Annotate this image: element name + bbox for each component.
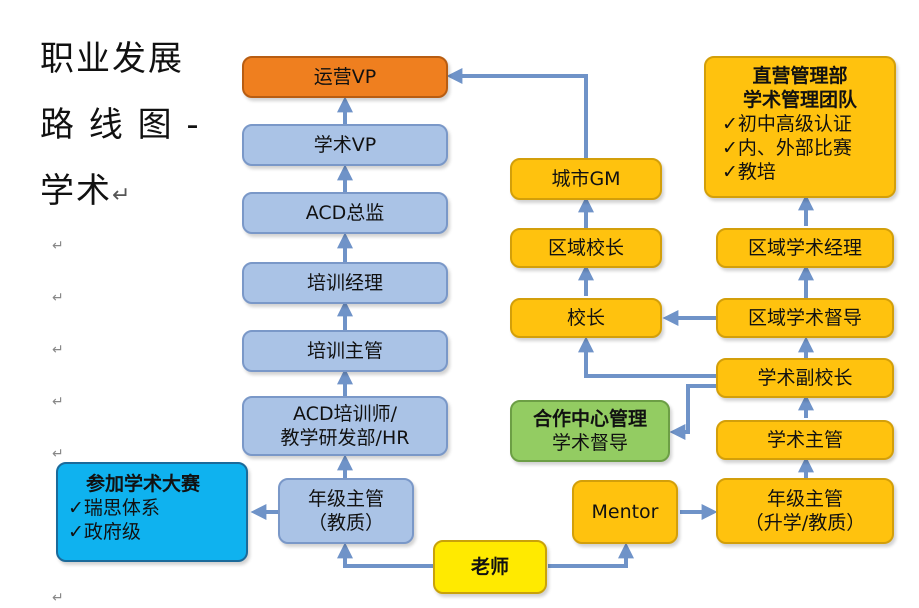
acd-director-label: ACD总监 <box>305 202 385 224</box>
acd-trainer-line-2: 教学研发部/HR <box>280 427 410 449</box>
regional-principal-box: 区域校长 <box>510 228 662 268</box>
title-line-1: 职业发展 <box>40 39 184 79</box>
academic-supervisor-label: 学术主管 <box>766 429 843 451</box>
principal-label: 校长 <box>566 307 605 329</box>
regional-principal-label: 区域校长 <box>547 237 624 259</box>
training-supervisor-label: 培训主管 <box>306 340 383 362</box>
city-gm-box: 城市GM <box>510 158 662 200</box>
direct-management-item: ✓初中高级认证 <box>722 113 852 135</box>
paragraph-mark-icon: ↵ <box>52 394 64 410</box>
teacher-label: 老师 <box>470 556 509 578</box>
mentor-label: Mentor <box>591 501 659 523</box>
left-grade-head-line-1: 年级主管 <box>307 488 384 510</box>
direct-management-item: ✓教培 <box>722 161 776 183</box>
acd-trainer-line-1: ACD培训师/ <box>293 403 397 425</box>
title-line-2: 路 线 图 - <box>40 105 201 145</box>
paragraph-mark-icon: ↵ <box>52 238 64 254</box>
direct-management-list: ✓初中高级认证 ✓内、外部比赛 ✓教培 <box>706 112 852 184</box>
title-line-3: 学术↵ <box>40 158 220 229</box>
teacher-box: 老师 <box>433 540 547 594</box>
partner-center-line-2: 学术督导 <box>551 432 628 454</box>
direct-management-line-2: 学术管理团队 <box>742 89 857 111</box>
right-grade-head-box: 年级主管 （升学/教质） <box>716 478 894 544</box>
paragraph-mark-icon: ↵ <box>52 342 64 358</box>
title-line-3-text: 学术 <box>40 171 112 211</box>
regional-academic-manager-label: 区域学术经理 <box>747 237 862 259</box>
vice-principal-label: 学术副校长 <box>757 367 853 389</box>
direct-management-item: ✓内、外部比赛 <box>722 137 852 159</box>
ops-vp-box: 运营VP <box>242 56 448 98</box>
competition-heading: 参加学术大赛 <box>86 473 201 495</box>
training-supervisor-box: 培训主管 <box>242 330 448 372</box>
regional-academic-manager-box: 区域学术经理 <box>716 228 894 268</box>
competition-box: 参加学术大赛 ✓瑞思体系 ✓政府级 <box>56 462 248 562</box>
paragraph-mark-icon: ↵ <box>52 290 64 306</box>
city-gm-label: 城市GM <box>551 168 621 190</box>
regional-academic-supervisor-box: 区域学术督导 <box>716 298 894 338</box>
paragraph-mark-icon: ↵ <box>52 590 64 606</box>
mentor-box: Mentor <box>572 480 678 544</box>
arrow-teacher-to-left-grade <box>337 542 433 568</box>
direct-management-line-1: 直营管理部 <box>752 65 848 87</box>
arrow-gm-to-opsvp <box>446 68 588 158</box>
page-title: 职业发展 路 线 图 - 学术↵ <box>40 26 220 229</box>
training-manager-label: 培训经理 <box>306 272 383 294</box>
academic-vp-box: 学术VP <box>242 124 448 166</box>
paragraph-mark-icon: ↵ <box>52 446 64 462</box>
left-grade-head-box: 年级主管 （教质） <box>278 478 414 544</box>
direct-management-box: 直营管理部 学术管理团队 ✓初中高级认证 ✓内、外部比赛 ✓教培 <box>704 56 896 198</box>
right-grade-head-line-2: （升学/教质） <box>744 512 866 534</box>
left-grade-head-line-2: （教质） <box>307 512 384 534</box>
competition-item: ✓政府级 <box>68 521 141 543</box>
academic-vp-label: 学术VP <box>313 134 377 156</box>
vice-principal-box: 学术副校长 <box>716 358 894 398</box>
ops-vp-label: 运营VP <box>313 66 377 88</box>
principal-box: 校长 <box>510 298 662 338</box>
acd-director-box: ACD总监 <box>242 192 448 234</box>
arrow-vice-to-partner <box>669 384 716 440</box>
arrow-teacher-to-mentor <box>548 542 634 568</box>
regional-academic-supervisor-label: 区域学术督导 <box>747 307 862 329</box>
competition-item: ✓瑞思体系 <box>68 497 160 519</box>
partner-center-line-1: 合作中心管理 <box>532 408 647 430</box>
academic-supervisor-box: 学术主管 <box>716 420 894 460</box>
training-manager-box: 培训经理 <box>242 262 448 304</box>
paragraph-mark-icon: ↵ <box>112 183 133 208</box>
right-grade-head-line-1: 年级主管 <box>766 488 843 510</box>
partner-center-box: 合作中心管理 学术督导 <box>510 400 670 462</box>
acd-trainer-box: ACD培训师/ 教学研发部/HR <box>242 396 448 456</box>
arrow-vice-to-principal <box>578 336 716 378</box>
